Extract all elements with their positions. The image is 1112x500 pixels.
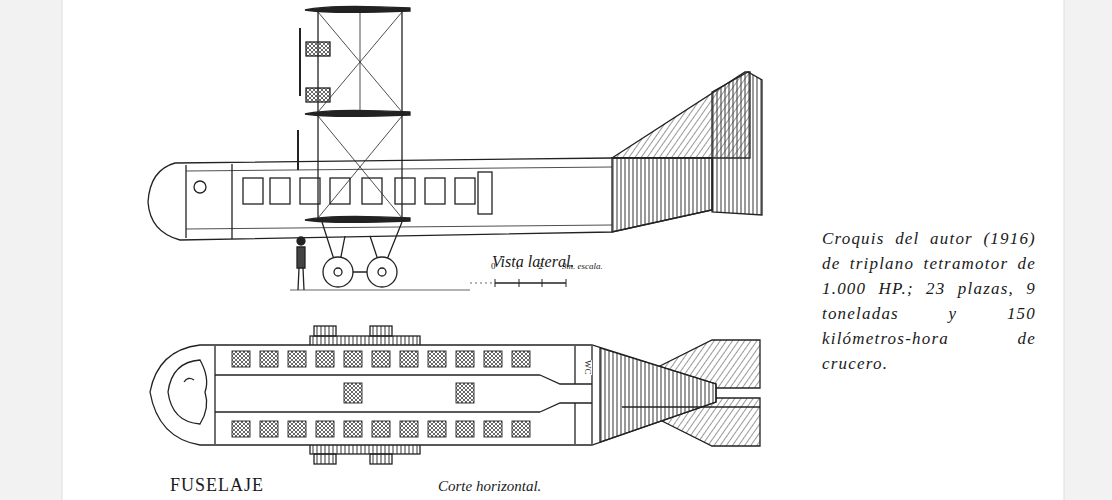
scale-number: 1 <box>515 262 520 272</box>
figure-caption: Croquis del autor (1916) de triplano tet… <box>822 226 1036 376</box>
scale-unit: 3m. escala. <box>562 262 603 272</box>
section-title: Corte horizontal. <box>438 478 541 495</box>
scale-number: 2 <box>538 262 543 272</box>
room-label: WC <box>582 360 592 375</box>
scale-number: 0 <box>491 262 496 272</box>
section-title: FUSELAJE <box>170 476 264 496</box>
